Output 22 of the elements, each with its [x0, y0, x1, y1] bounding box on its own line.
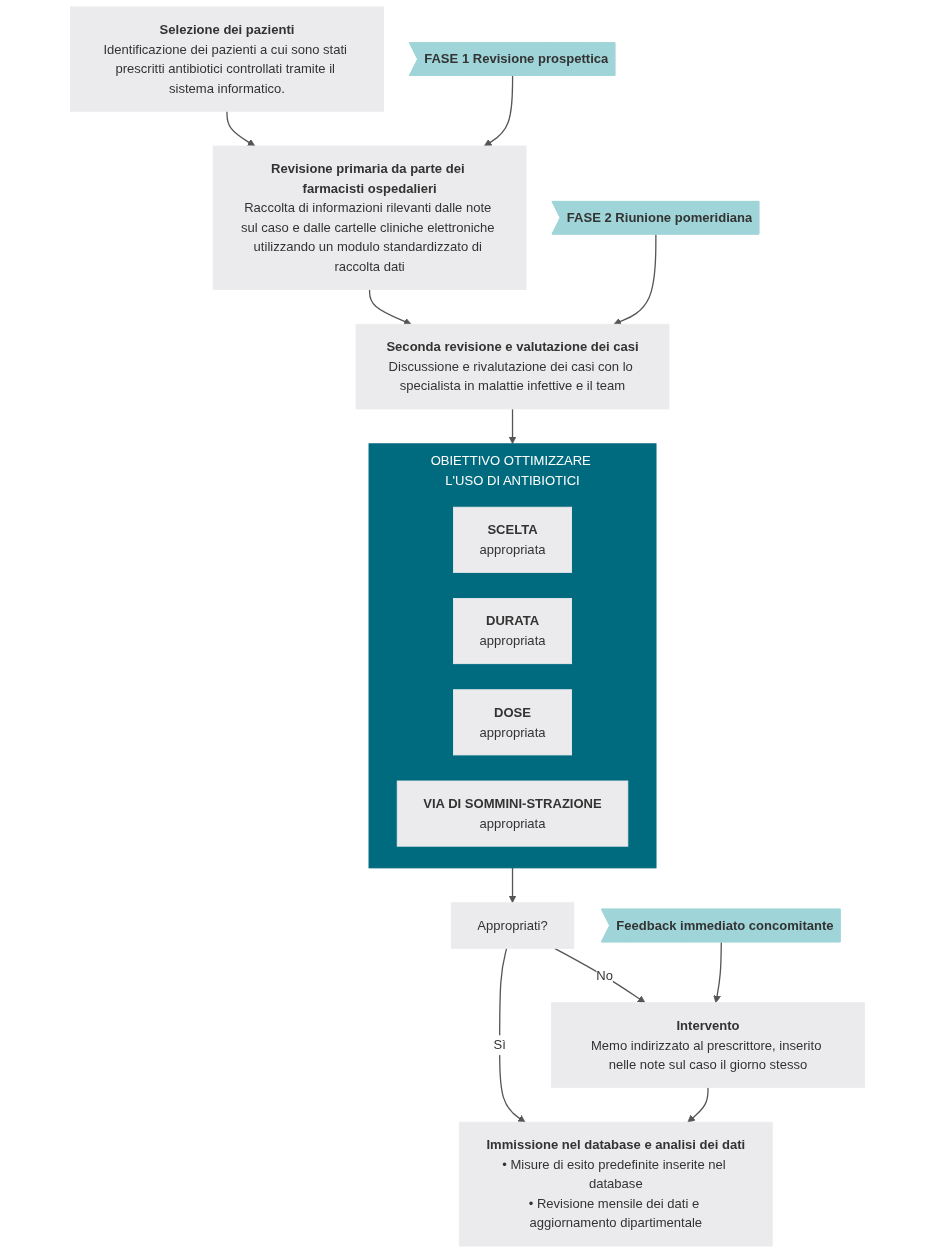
arrow [713, 941, 722, 1003]
arrow [484, 75, 514, 147]
arrow [499, 947, 526, 1123]
arrow [508, 408, 517, 445]
edge-label: No [596, 967, 614, 983]
node-box: Appropriati? [450, 902, 575, 949]
node-box: Seconda revisione e valutazione dei casi Discussione e rivalutazione dei casi con lo specialista in malattie infettive e il team [355, 323, 670, 410]
node-box: Immissione nel database e analisi dei dati • Misure di esito predefinite inserite nel database • Revisione mensile dei dati e aggiornamento dipartimentale [458, 1121, 773, 1247]
node-box: DOSE appropriata [453, 689, 572, 756]
node-box: Intervento Memo indirizzato al prescrittore, inserito nelle note sul caso il giorno stesso [551, 1002, 865, 1088]
arrow [226, 110, 256, 147]
arrow [613, 233, 657, 326]
edge-label: Sì [493, 1037, 506, 1052]
node-box: Revisione primaria da parte dei farmacisti ospedalieri Raccolta di informazioni rilevanti dalle note sul caso e dalle cartelle cliniche elettroniche utilizzando un modulo standardizzato di raccolta dati [212, 145, 527, 290]
node-box: VIA DI SOMMINI-STRAZIONE appropriata [396, 780, 629, 847]
node-box: Selezione dei pazienti Identificazione dei pazienti a cui sono stati prescritti antibiotici controllati tramite il sistema informatico. [70, 6, 384, 112]
node-box: SCELTA appropriata [453, 506, 572, 573]
arrow [687, 1086, 709, 1123]
arrow [368, 288, 412, 326]
arrow [553, 947, 646, 1003]
arrow [508, 867, 517, 904]
node-box: DURATA appropriata [453, 598, 572, 665]
